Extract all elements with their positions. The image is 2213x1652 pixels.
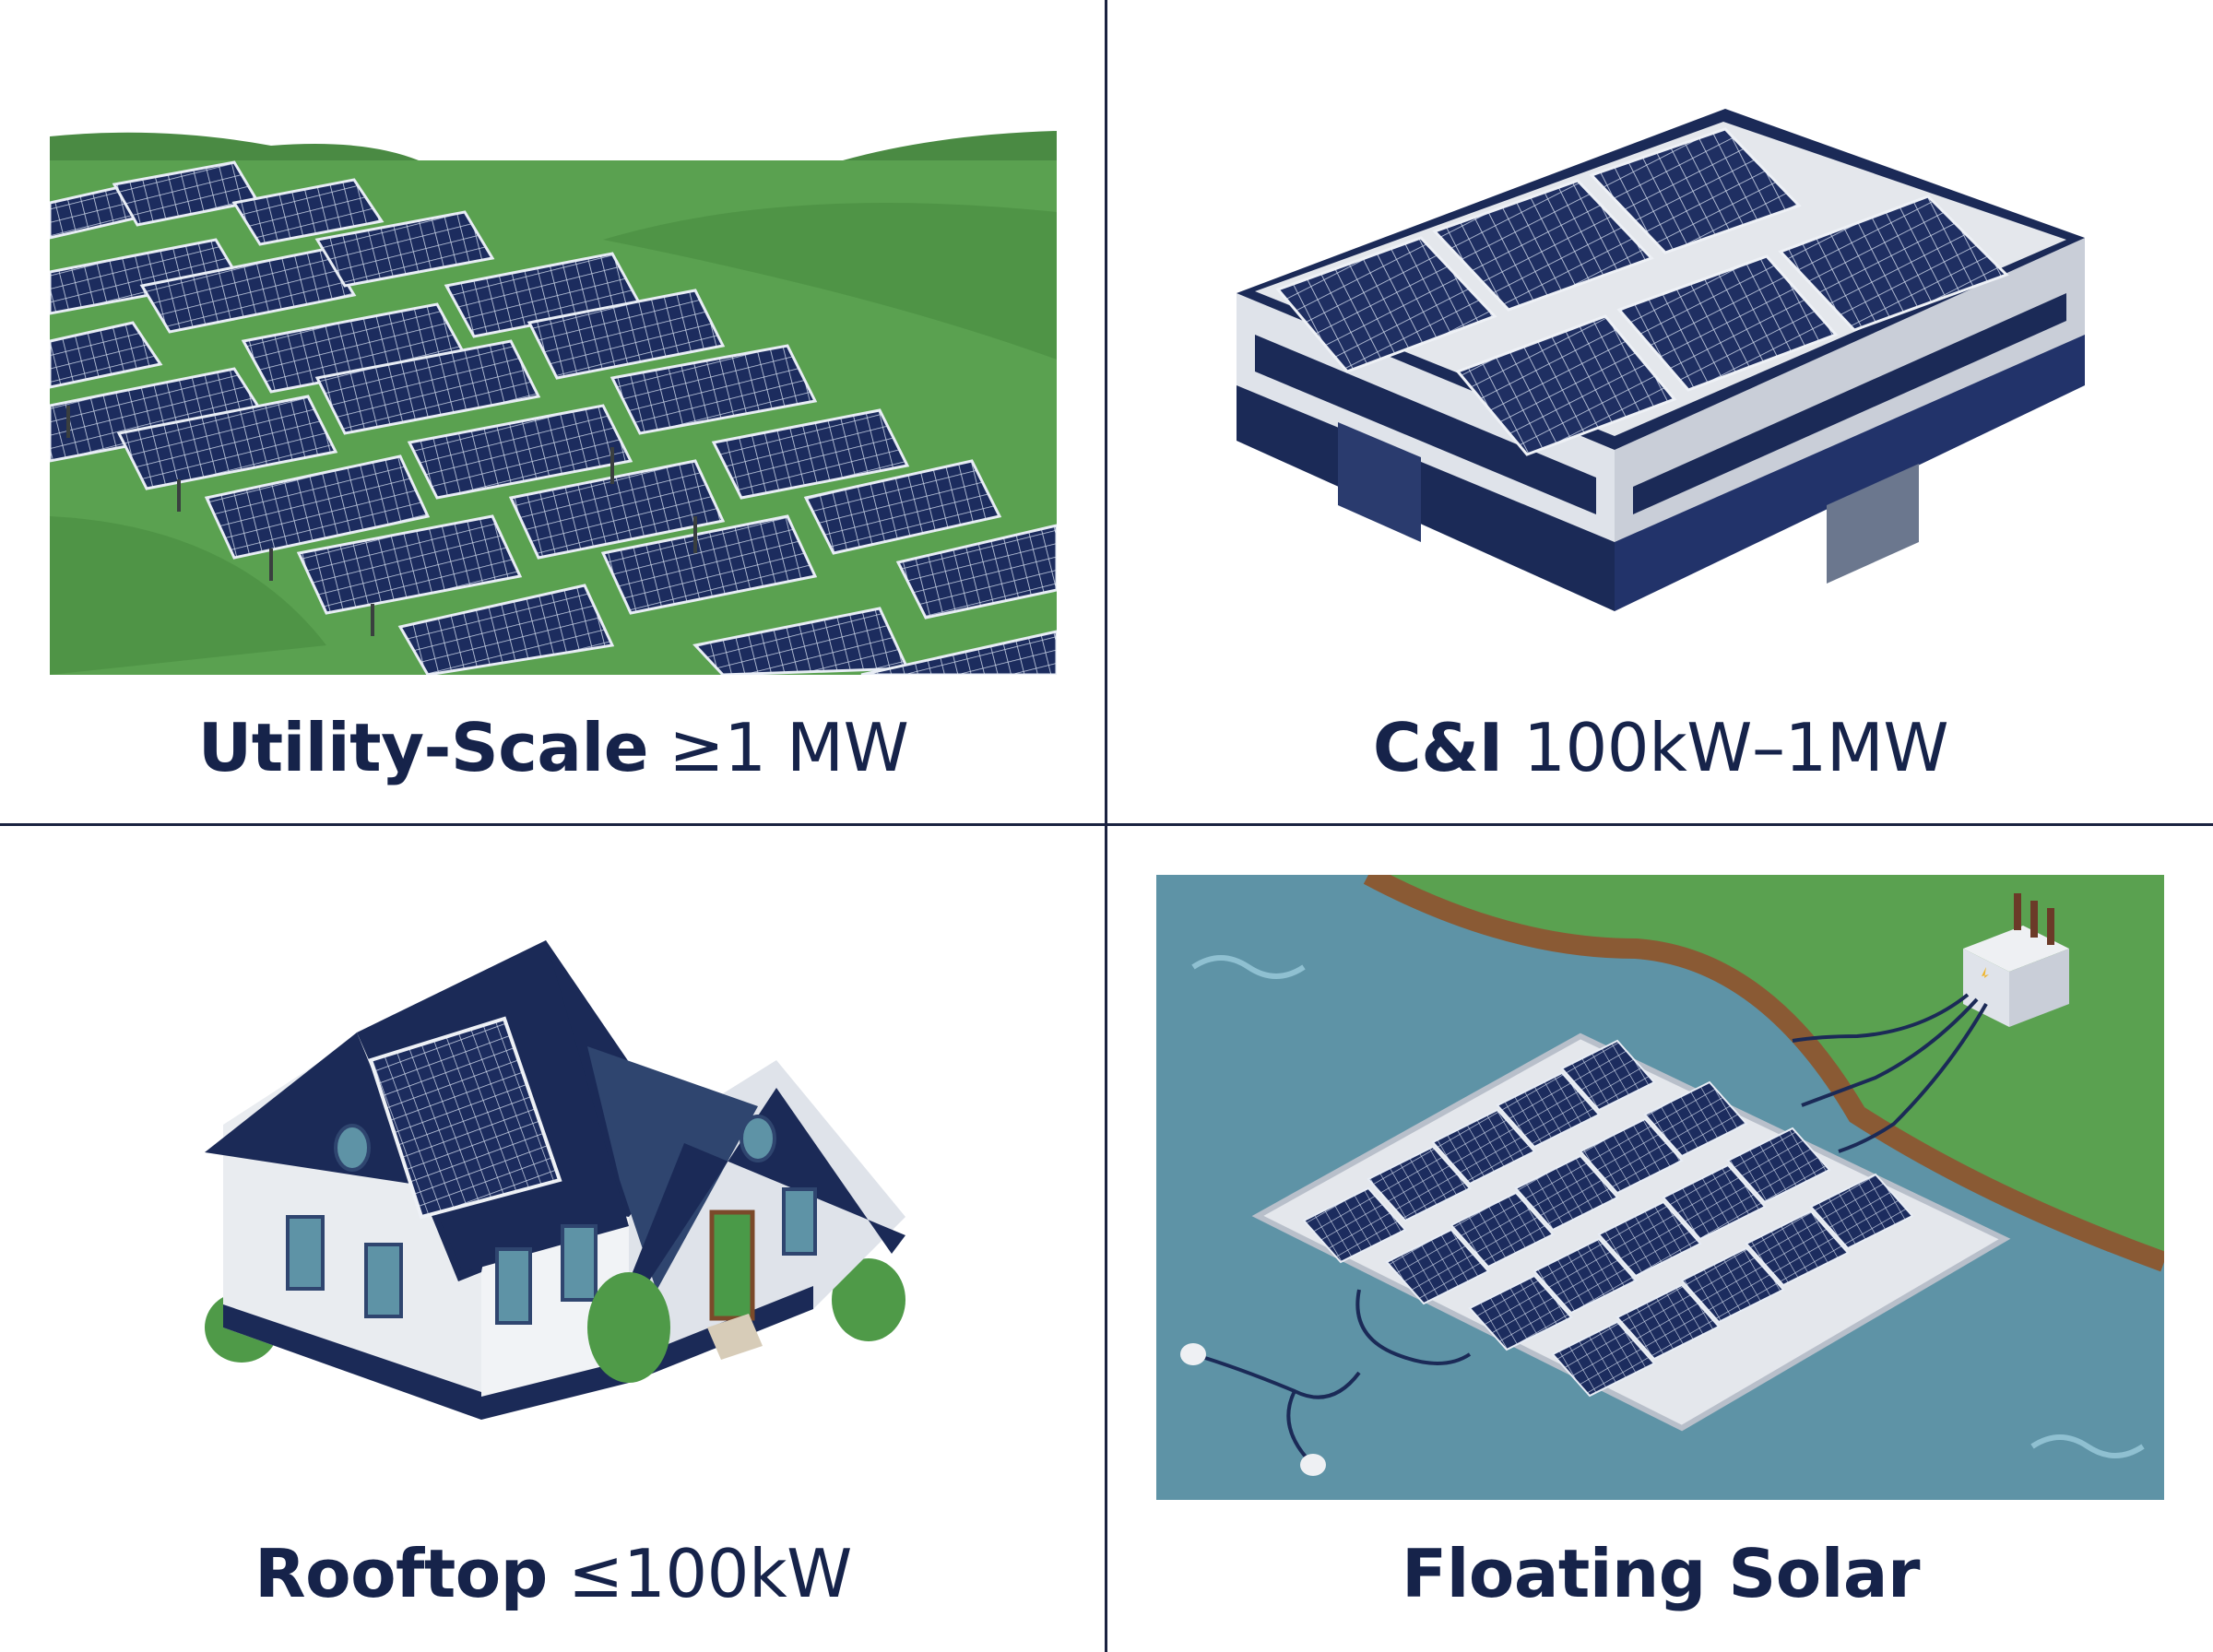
- quadrant-floating-solar: Floating Solar: [1107, 826, 2213, 1652]
- label-capacity: ≥1 MW: [648, 709, 909, 786]
- label-capacity: 100kW–1MW: [1502, 709, 1949, 786]
- transformer-icon: [1963, 893, 2069, 1027]
- rooftop-label: Rooftop ≤100kW: [0, 1532, 1106, 1615]
- label-bold: Utility-Scale: [197, 709, 649, 786]
- quadrant-rooftop: Rooftop ≤100kW: [0, 826, 1105, 1652]
- ci-label: C&I 100kW–1MW: [1107, 706, 2213, 789]
- horizontal-divider: [0, 823, 2213, 826]
- house-illustration: [205, 940, 905, 1420]
- floating-solar-label: Floating Solar: [1107, 1532, 2213, 1615]
- vertical-divider: [1105, 0, 1107, 1652]
- label-capacity: ≤100kW: [547, 1535, 852, 1612]
- utility-scale-label: Utility-Scale ≥1 MW: [0, 706, 1106, 789]
- label-bold: Floating Solar: [1402, 1535, 1920, 1612]
- panel-rows: [50, 160, 1057, 675]
- warehouse-illustration: [1237, 109, 2085, 611]
- label-bold: C&I: [1372, 709, 1503, 786]
- floating-solar-illustration: [1156, 875, 2164, 1500]
- quadrant-utility-scale: Utility-Scale ≥1 MW: [0, 0, 1105, 823]
- label-bold: Rooftop: [254, 1535, 548, 1612]
- solar-farm-illustration: [50, 131, 1057, 675]
- quadrant-commercial-industrial: C&I 100kW–1MW: [1107, 0, 2213, 823]
